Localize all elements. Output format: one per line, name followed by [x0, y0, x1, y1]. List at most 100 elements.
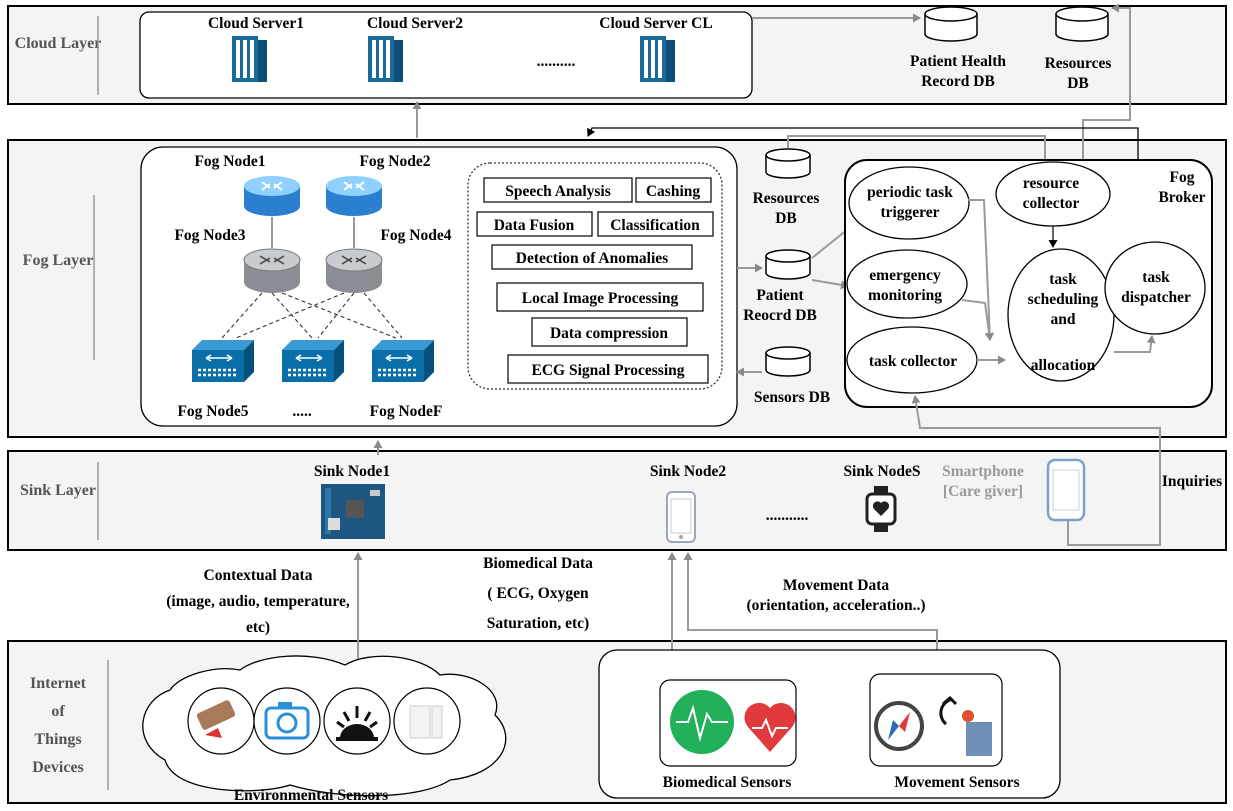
fog-broker-title-2: Broker — [1158, 189, 1205, 206]
fog-resources-db-label-1: Resources — [753, 190, 820, 207]
door-sensor-icon — [409, 705, 443, 739]
service-data-compression: Data compression — [550, 325, 668, 342]
resources-db-icon — [1055, 6, 1109, 42]
server-icon — [640, 36, 675, 82]
dispatcher-label-2: dispatcher — [1121, 289, 1191, 306]
light-icon — [336, 706, 378, 741]
layer-label-sink: Sink Layer — [20, 482, 96, 499]
fog-node-3-label: Fog Node3 — [174, 227, 245, 244]
sink-node-s-label: Sink NodeS — [843, 463, 920, 480]
service-speech-analysis: Speech Analysis — [505, 183, 611, 200]
scheduling-label-1: task — [1049, 271, 1077, 288]
heart-icon — [744, 702, 796, 752]
layer-label-iot-2: of — [51, 703, 65, 720]
cloud-resources-db-label-1: Resources — [1045, 55, 1112, 72]
movement-data-label-2: (orientation, acceleration..) — [746, 597, 925, 614]
layer-label-iot-3: Things — [34, 731, 81, 748]
emergency-label-1: emergency — [869, 267, 941, 284]
service-cashing: Cashing — [646, 183, 701, 200]
switch-icon — [370, 338, 436, 384]
fog-node-dots: ..... — [292, 403, 312, 420]
resource-collector-label-1: resource — [1023, 175, 1079, 192]
cloud-resources-db-label-2: DB — [1067, 75, 1089, 92]
layer-label-iot-4: Devices — [32, 759, 84, 776]
cloud-ellipsis: .......... — [537, 53, 576, 70]
circuit-board-icon — [321, 484, 385, 539]
cloud-servers-group — [139, 11, 753, 99]
cloud-server-1-label: Cloud Server1 — [208, 15, 304, 32]
sensors-db-icon — [765, 346, 811, 377]
environmental-sensors-label: Environmental Sensors — [234, 787, 388, 804]
patient-health-record-db-icon — [924, 6, 978, 42]
server-icon — [232, 36, 267, 82]
sink-node-1-label: Sink Node1 — [314, 463, 390, 480]
service-detection-of-anomalies: Detection of Anomalies — [516, 250, 668, 267]
layer-label-fog: Fog Layer — [23, 252, 94, 269]
task-dispatcher-node — [1104, 241, 1206, 335]
rotation-icon — [939, 695, 992, 756]
fog-node-4-label: Fog Node4 — [380, 227, 451, 244]
service-local-image-processing: Local Image Processing — [522, 290, 679, 307]
fog-node-1-label: Fog Node1 — [194, 153, 265, 170]
periodic-label-1: periodic task — [867, 184, 953, 201]
router-icon — [243, 175, 301, 217]
periodic-label-2: triggerer — [880, 204, 939, 221]
fog-node-5-label: Fog Node5 — [177, 403, 248, 420]
server-icon — [368, 36, 403, 82]
switch-icon — [280, 338, 346, 384]
sink-dots: ........... — [766, 507, 809, 524]
biomedical-data-label-2: ( ECG, Oxygen — [487, 585, 589, 602]
camera-icon — [264, 702, 310, 740]
smartphone-label-1: Smartphone — [942, 463, 1024, 480]
service-ecg-signal-processing: ECG Signal Processing — [531, 362, 684, 379]
cloud-server-2-label: Cloud Server2 — [367, 15, 463, 32]
movement-data-label-1: Movement Data — [783, 577, 890, 594]
inquiries-label: Inquiries — [1162, 473, 1222, 490]
sink-node-2-label: Sink Node2 — [650, 463, 726, 480]
pulse-icon — [670, 690, 734, 754]
biomedical-data-label-3: Saturation, etc) — [487, 615, 589, 632]
patient-record-db-label-2: Reocrd DB — [743, 307, 817, 324]
resource-collector-node — [995, 161, 1111, 227]
service-classification: Classification — [610, 217, 700, 234]
fog-node-f-label: Fog NodeF — [370, 403, 443, 420]
contextual-data-label-3: etc) — [246, 619, 270, 636]
patient-record-db-label-1: Patient — [756, 287, 804, 304]
switch-icon — [190, 338, 256, 384]
periodic-task-triggerer-node — [848, 166, 970, 240]
smartphone-icon — [1046, 458, 1086, 522]
compass-icon — [874, 701, 924, 751]
phr-db-label-1: Patient Health — [910, 53, 1006, 70]
resource-collector-label-2: collector — [1023, 195, 1080, 212]
smartphone-label-2: [Care giver] — [943, 483, 1023, 500]
scheduling-label-2: scheduling — [1028, 291, 1099, 308]
patient-record-db-icon — [765, 249, 811, 280]
router-icon — [325, 248, 383, 294]
layer-label-cloud-1: Cloud Layer — [15, 35, 102, 52]
emergency-label-2: monitoring — [868, 287, 942, 304]
contextual-data-label-2: (image, audio, temperature, — [166, 593, 350, 610]
sensors-db-label: Sensors DB — [754, 389, 830, 406]
resources-db-icon — [765, 148, 811, 179]
smartwatch-icon — [865, 486, 897, 532]
sink-layer-box — [7, 450, 1227, 551]
fog-broker-title-1: Fog — [1170, 169, 1195, 186]
task-collector-label: task collector — [869, 353, 957, 370]
fog-node-2-label: Fog Node2 — [359, 153, 430, 170]
contextual-data-label-1: Contextual Data — [204, 567, 313, 584]
service-data-fusion: Data Fusion — [494, 217, 575, 234]
phr-db-label-2: Record DB — [921, 73, 995, 90]
movement-sensors-label: Movement Sensors — [894, 774, 1019, 791]
dispatcher-label-1: task — [1142, 269, 1170, 286]
scheduling-label-3: and — [1051, 311, 1076, 328]
emergency-monitoring-node — [846, 249, 968, 319]
cloud-server-cl-label: Cloud Server CL — [599, 15, 712, 32]
router-icon — [243, 248, 301, 294]
fog-resources-db-label-2: DB — [775, 210, 797, 227]
motion-sensor-icon — [196, 700, 236, 738]
tablet-icon — [666, 491, 696, 543]
biomedical-data-label-1: Biomedical Data — [483, 555, 593, 572]
scheduling-label-4: allocation — [1031, 357, 1096, 374]
